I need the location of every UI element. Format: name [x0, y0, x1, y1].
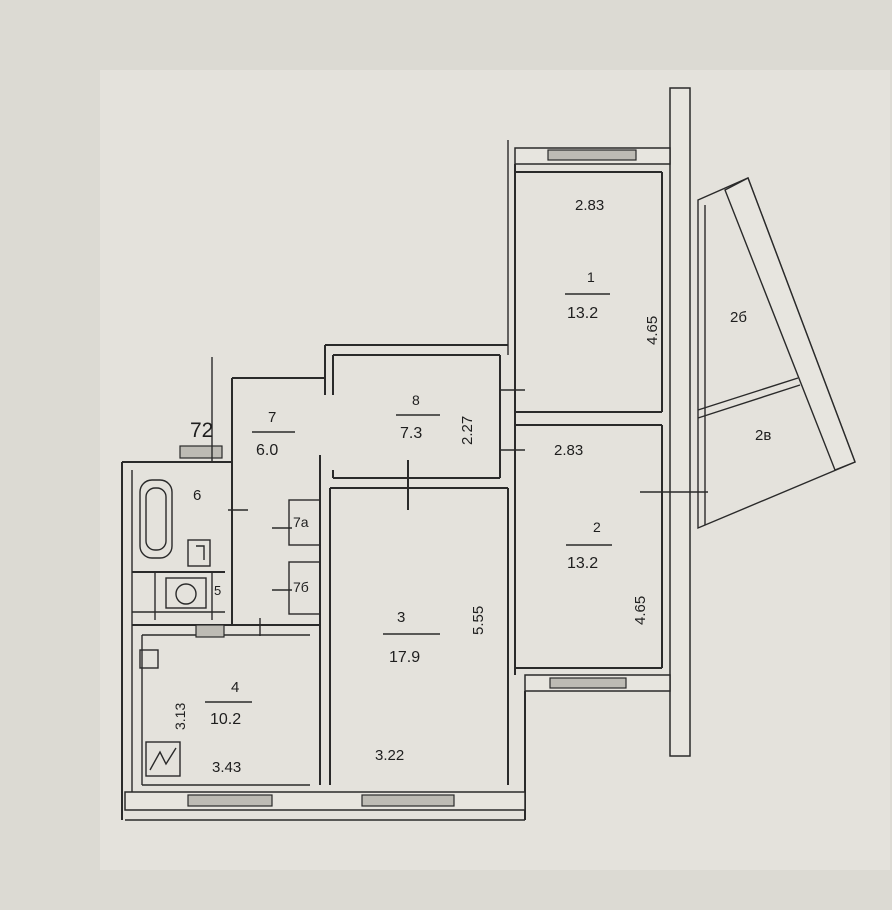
room3-number: 3 [397, 609, 405, 626]
room6-number: 6 [193, 487, 201, 504]
dim-room3-length: 5.55 [470, 606, 487, 635]
room2-area: 13.2 [567, 555, 598, 572]
bathtub-inner-icon [145, 487, 167, 551]
room8-area: 7.3 [400, 425, 422, 442]
balcony-rail [724, 177, 856, 471]
room7a-number: 7а [293, 514, 309, 530]
dim-room8-length: 2.27 [459, 416, 476, 445]
toilet-icon [165, 577, 207, 609]
stove-symbol-icon [149, 747, 177, 771]
balcony [697, 177, 856, 530]
bottom-wall [124, 791, 526, 811]
fixtures [139, 479, 225, 777]
sink-tap-icon [196, 545, 205, 560]
vent-kitchen [195, 624, 225, 638]
bathtub-icon [139, 479, 173, 559]
dim-room2-width: 2.83 [554, 442, 583, 459]
room4-area: 10.2 [210, 711, 241, 728]
room7-area: 6.0 [256, 442, 278, 459]
window-room3 [361, 794, 455, 807]
corner-label: 72 [190, 419, 213, 442]
plan-area [100, 70, 890, 870]
dim-room2-length: 4.65 [632, 596, 649, 625]
dim-room3-width: 3.22 [375, 747, 404, 764]
window-room4 [187, 794, 273, 807]
kitchen-vent-icon [139, 649, 159, 669]
room1-area: 13.2 [567, 305, 598, 322]
window-room1 [547, 149, 637, 161]
stove-icon [145, 741, 181, 777]
dim-room4-length: 3.13 [172, 703, 188, 730]
balcony-2b-label: 2б [730, 309, 747, 326]
vent-72 [179, 445, 223, 459]
room7b-number: 7б [293, 579, 309, 595]
room2-number: 2 [593, 519, 601, 535]
dim-room4-width: 3.43 [212, 759, 241, 776]
room8-number: 8 [412, 392, 420, 408]
room4-number: 4 [231, 679, 239, 696]
sink-icon [187, 539, 211, 567]
room7-number: 7 [268, 409, 276, 426]
dim-room1-length: 4.65 [644, 316, 661, 345]
outer-walls [121, 87, 708, 821]
toilet-bowl-icon [175, 583, 197, 605]
dim-room1-width: 2.83 [575, 197, 604, 214]
labels: 72 2.83 1 13.2 4.65 8 7.3 2.27 7 6.0 6 7… [172, 197, 771, 776]
balcony-2v-label: 2в [755, 427, 771, 444]
right-wall-column [669, 87, 691, 757]
balcony-divider-2 [697, 377, 799, 411]
room5-number: 5 [214, 583, 221, 598]
room3-area: 17.9 [389, 649, 420, 666]
room1-number: 1 [587, 269, 595, 285]
window-room2 [549, 677, 627, 689]
closet-7b-outline [288, 561, 321, 615]
balcony-divider [697, 384, 801, 419]
closet-7a-outline [288, 499, 321, 546]
